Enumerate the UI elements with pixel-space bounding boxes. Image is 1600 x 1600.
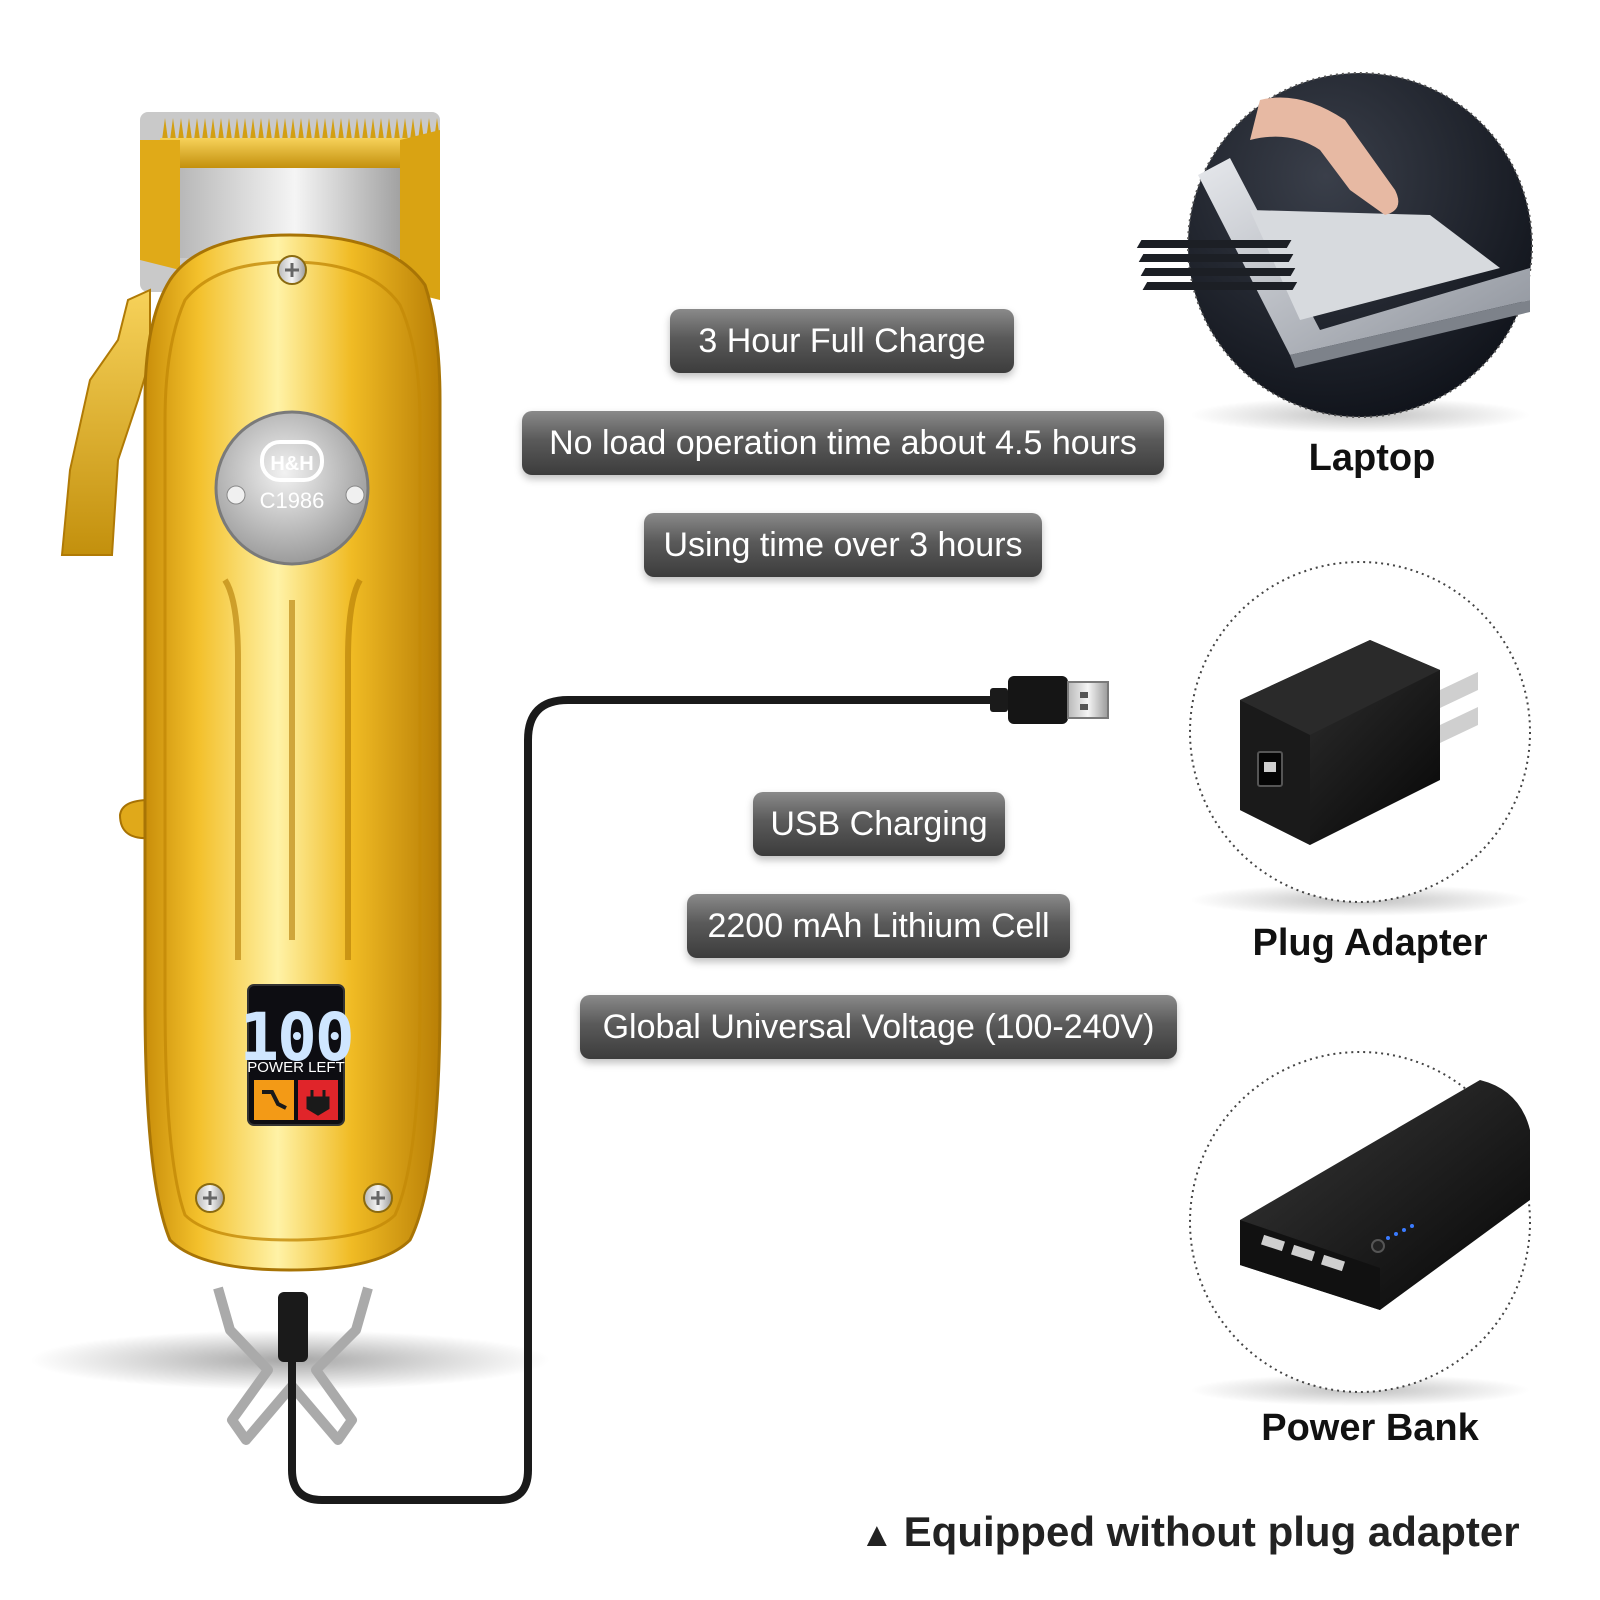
blade-tooth bbox=[314, 118, 320, 140]
badge-logo: H&H bbox=[270, 453, 313, 475]
blade-tooth bbox=[218, 118, 224, 140]
blade-tooth bbox=[386, 118, 392, 140]
spec-usb-charging: USB Charging bbox=[753, 792, 1005, 856]
cable-plug-clipper bbox=[278, 1292, 308, 1362]
blade-tooth bbox=[402, 118, 408, 140]
lcd-power-label: POWER LEFT bbox=[247, 1059, 345, 1076]
blade-tooth bbox=[282, 118, 288, 140]
blade-tooth bbox=[362, 118, 368, 140]
blade-tooth bbox=[250, 118, 256, 140]
charging-cable bbox=[288, 696, 1004, 1504]
clipper-taper-lever bbox=[60, 288, 151, 556]
spec-no-load-time: No load operation time about 4.5 hours bbox=[522, 411, 1164, 475]
blade-tooth bbox=[274, 118, 280, 140]
clipper-screw-top bbox=[277, 255, 307, 285]
blade-tooth bbox=[266, 118, 272, 140]
clipper-groove-left bbox=[222, 578, 241, 960]
blade-tooth bbox=[322, 118, 328, 140]
lcd-power-value: 100 bbox=[239, 999, 352, 1076]
blade-tooth bbox=[186, 118, 192, 140]
blade-tooth bbox=[394, 118, 400, 140]
spec-battery: 2200 mAh Lithium Cell bbox=[687, 894, 1070, 958]
clipper-body-contour bbox=[163, 260, 422, 1242]
blade-tooth bbox=[354, 118, 360, 140]
clipper-blade-side-left bbox=[140, 140, 180, 270]
blade-tooth bbox=[290, 118, 296, 140]
blade-tooth bbox=[242, 118, 248, 140]
blade-tooth bbox=[370, 118, 376, 140]
spec-voltage: Global Universal Voltage (100-240V) bbox=[580, 995, 1177, 1059]
blade-tooth bbox=[306, 118, 312, 140]
blade-tooth bbox=[210, 118, 216, 140]
clipper-screw-bottom-left bbox=[195, 1183, 225, 1213]
blade-tooth bbox=[194, 118, 200, 140]
blade-tooth bbox=[226, 118, 232, 140]
clipper-groove-right bbox=[345, 578, 363, 960]
clipper-badge: H&H C1986 bbox=[214, 410, 370, 566]
blade-tooth bbox=[330, 118, 336, 140]
clipper-blade-side-right bbox=[400, 130, 440, 300]
spec-using-time: Using time over 3 hours bbox=[644, 513, 1042, 577]
blade-tooth bbox=[378, 118, 384, 140]
blade-tooth bbox=[410, 118, 416, 140]
blade-tooth bbox=[178, 118, 184, 140]
clipper-screw-bottom-right bbox=[363, 1183, 393, 1213]
blade-tooth bbox=[162, 118, 168, 140]
footnote: ▲Equipped without plug adapter bbox=[860, 1508, 1520, 1556]
blade-tooth bbox=[202, 118, 208, 140]
blade-tooth bbox=[258, 118, 264, 140]
badge-model: C1986 bbox=[260, 488, 325, 513]
clipper-blade bbox=[160, 138, 438, 168]
blade-tooth bbox=[234, 118, 240, 140]
usb-plug-icon bbox=[990, 676, 1109, 724]
spec-full-charge: 3 Hour Full Charge bbox=[670, 309, 1014, 373]
blade-tooth bbox=[170, 118, 176, 140]
blade-tooth bbox=[346, 118, 352, 140]
blade-tooth bbox=[298, 118, 304, 140]
clipper-lcd: 100 POWER LEFT bbox=[239, 984, 355, 1126]
blade-tooth bbox=[338, 118, 344, 140]
footnote-text: Equipped without plug adapter bbox=[903, 1508, 1520, 1555]
triangle-icon: ▲ bbox=[860, 1516, 894, 1554]
